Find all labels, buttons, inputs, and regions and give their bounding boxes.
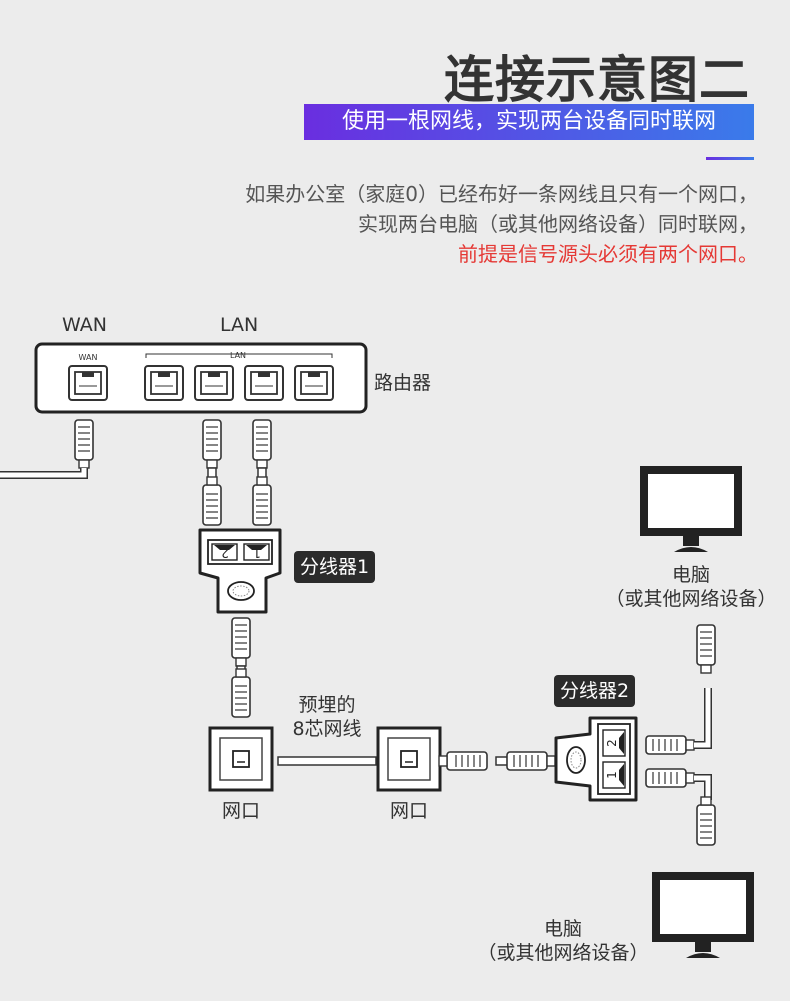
wall-port-right[interactable]	[376, 726, 442, 792]
splitter-2-to-computer-top-cable	[645, 624, 716, 755]
lan-label: LAN	[220, 314, 259, 336]
wan-label: WAN	[62, 314, 107, 336]
description-line-1: 如果办公室（家庭0）已经布好一条网线且只有一个网口，	[245, 182, 758, 206]
splitter-2-to-computer-bottom-cable	[645, 768, 716, 846]
splitter-1-port-2-label: 2	[221, 546, 229, 560]
embedded-cable-label-line-2: 8芯网线	[292, 718, 362, 740]
splitter-2-port-1-label: 1	[605, 771, 619, 779]
wall-port-left-label: 网口	[221, 800, 260, 822]
splitter-2-tag: 分线器2	[554, 675, 636, 707]
wall-port-left[interactable]	[208, 726, 274, 792]
computer-top-label-line-2: （或其他网络设备）	[605, 588, 777, 610]
description-line-2: 实现两台电脑（或其他网络设备）同时联网，	[358, 212, 758, 236]
computer-bottom-label-line-2: （或其他网络设备）	[477, 942, 649, 964]
subtitle-banner: 使用一根网线，实现两台设备同时联网	[304, 104, 754, 140]
splitter-1-tag: 分线器1	[294, 551, 376, 583]
router-label: 路由器	[374, 372, 432, 394]
splitter-1-output-cable	[231, 617, 251, 718]
wall-to-splitter-2-cable	[438, 751, 556, 771]
embedded-cable	[277, 756, 377, 766]
lan-cable-2	[252, 419, 272, 526]
lan-port-2[interactable]	[194, 365, 234, 401]
lan-port-4[interactable]	[294, 365, 334, 401]
description-line-3-highlight: 前提是信号源头必须有两个网口。	[458, 242, 758, 266]
splitter-2	[554, 716, 638, 802]
monitor-bottom-icon	[652, 872, 754, 958]
lan-cable-1	[202, 419, 222, 526]
splitter-2-port-2-label: 2	[605, 739, 619, 747]
wan-port[interactable]	[68, 365, 108, 401]
accent-line	[706, 157, 754, 160]
computer-bottom-label-line-1: 电脑	[543, 918, 582, 940]
computer-top-label-line-1: 电脑	[671, 564, 710, 586]
monitor-top-icon	[640, 466, 742, 552]
wan-cable	[0, 419, 94, 479]
lan-port-1[interactable]	[144, 365, 184, 401]
lan-port-3[interactable]	[244, 365, 284, 401]
splitter-1-port-1-label: 1	[253, 546, 261, 560]
splitter-1	[198, 528, 282, 614]
router	[34, 342, 368, 414]
wall-port-right-label: 网口	[389, 800, 428, 822]
page-title: 连接示意图二	[444, 51, 750, 109]
embedded-cable-label-line-1: 预埋的	[298, 694, 356, 716]
router-lan-small-label: LAN	[230, 351, 246, 360]
router-wan-small-label: WAN	[79, 353, 98, 362]
